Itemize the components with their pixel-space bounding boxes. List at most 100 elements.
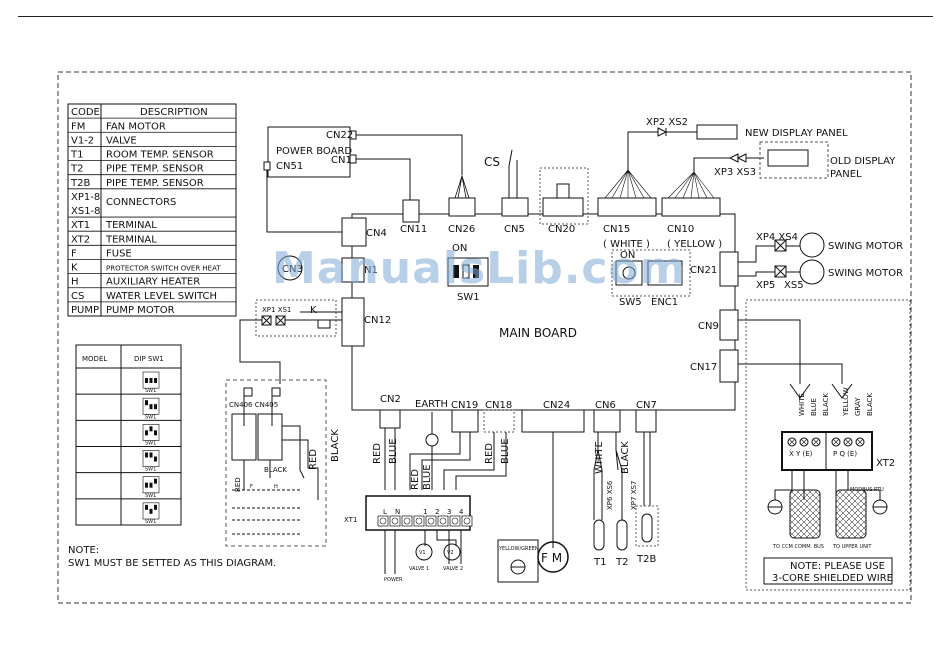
heater-black-label: BLACK: [330, 429, 341, 462]
legend-description: PUMP MOTOR: [106, 305, 175, 316]
xt2-dashed-area: [745, 299, 911, 591]
svg-text:TO UPPER UNIT: TO UPPER UNIT: [832, 544, 872, 550]
legend-code: PUMP: [71, 305, 99, 316]
svg-text:CN2: CN2: [380, 394, 401, 405]
svg-text:CN21: CN21: [690, 265, 717, 276]
power-label: POWER: [384, 577, 403, 583]
swing-motor-connectors: XP4 XS4 XP5 XS5: [756, 232, 804, 291]
svg-text:BLUE: BLUE: [810, 398, 818, 416]
svg-text:CN11: CN11: [400, 224, 427, 235]
svg-text:XT2: XT2: [876, 458, 895, 469]
n1-connector: N1: [341, 257, 378, 283]
power-board: POWER BOARD CN22 CN1 CN51: [263, 126, 357, 178]
legend-description: WATER LEVEL SWITCH: [106, 291, 217, 302]
cn10-connector: CN10 ( YELLOW ): [661, 157, 730, 250]
valve-2: V2 VALVE 2: [443, 543, 463, 572]
svg-text:2: 2: [435, 508, 439, 516]
svg-text:VALVE 1: VALVE 1: [409, 566, 429, 572]
svg-text:NOTE: PLEASE USE: NOTE: PLEASE USE: [790, 561, 885, 572]
heater-red-label: RED: [308, 449, 319, 470]
legend-description: CONNECTORS: [106, 197, 176, 208]
svg-text:PANEL: PANEL: [830, 169, 862, 180]
svg-text:N: N: [395, 508, 400, 516]
earth-connector: EARTH: [415, 399, 448, 447]
legend-header-description: DESCRIPTION: [140, 107, 208, 118]
sensor-t2b: T2B: [635, 432, 659, 565]
svg-text:BLACK: BLACK: [822, 393, 830, 416]
svg-text:H: H: [274, 484, 278, 490]
cn18-connector: CN18: [483, 400, 515, 433]
legend-description: TERMINAL: [105, 220, 157, 231]
svg-text:SW5: SW5: [619, 297, 642, 308]
sensor-t2: T2: [615, 432, 628, 568]
cn19-red-label: RED: [410, 469, 421, 490]
svg-text:WHITE: WHITE: [798, 393, 806, 416]
svg-text:CN10: CN10: [667, 224, 694, 235]
svg-text:CN6: CN6: [595, 400, 616, 411]
swing-motor-1-icon: [799, 232, 825, 258]
svg-text:CN15: CN15: [603, 224, 630, 235]
legend-description: PIPE TEMP. SENSOR: [106, 178, 204, 189]
cn1-label: CN1: [331, 155, 352, 166]
legend-code: CS: [71, 291, 84, 302]
dip-table-header-dip: DIP SW1: [134, 355, 164, 363]
xt2-terminal: WHITE BLUE BLACK YELLOW GRAY BLACK X Y (…: [781, 383, 895, 493]
cn15-connector: CN15 ( WHITE ): [597, 131, 658, 250]
outer-dashed-frame: [57, 71, 912, 604]
cn4-connector: CN4: [341, 217, 387, 247]
legend-code: H: [71, 277, 79, 288]
dip-switch-label: SW1: [145, 441, 156, 447]
svg-text:SW1: SW1: [457, 292, 480, 303]
cn17-connector: CN17: [690, 349, 739, 383]
cn9-connector: CN9: [698, 309, 739, 341]
legend-code: XT1: [71, 220, 90, 231]
cn12-connector: CN12: [341, 297, 391, 347]
svg-text:X Y (E): X Y (E): [789, 450, 813, 458]
svg-text:NEW DISPLAY PANEL: NEW DISPLAY PANEL: [745, 128, 848, 139]
cn20-connector: CN20: [539, 167, 589, 235]
svg-text:YELLOW/GREEN: YELLOW/GREEN: [498, 546, 539, 552]
svg-text:F: F: [250, 484, 253, 490]
protector-switch-k: XP1 XS1 K: [255, 299, 337, 337]
sw5-enc1-group: ON SW5 ENC1: [611, 249, 691, 308]
xp7-xs7-label: XP7 XS7: [630, 481, 638, 510]
legend-code: T2B: [70, 178, 90, 189]
swing-motor-2-icon: [799, 259, 825, 285]
svg-text:ENC1: ENC1: [651, 297, 678, 308]
svg-text:CN18: CN18: [485, 400, 512, 411]
cn18-red-label: RED: [484, 443, 495, 464]
legend-description: FAN MOTOR: [106, 121, 166, 132]
svg-text:CN5: CN5: [504, 224, 525, 235]
svg-text:ON: ON: [620, 250, 635, 261]
cn7-connector: CN7: [635, 400, 657, 433]
legend-code: XP1-8: [71, 192, 100, 203]
valve-1: V1 VALVE 1: [409, 543, 433, 572]
cn3-connector: CN3: [277, 255, 303, 281]
cn26-connector: CN26: [448, 174, 476, 235]
svg-text:BLACK: BLACK: [866, 393, 874, 416]
shielded-wire-note: NOTE: PLEASE USE 3-CORE SHIELDED WIRE: [763, 557, 893, 585]
svg-text:CN20: CN20: [548, 224, 575, 235]
svg-text:CN4: CN4: [366, 228, 387, 239]
dip-switch-label: SW1: [145, 414, 156, 420]
xp6-xs6-label: XP6 XS6: [606, 480, 614, 510]
svg-text:ON: ON: [452, 243, 467, 254]
legend-code: XS1-8: [71, 206, 101, 217]
note-text: SW1 MUST BE SETTED AS THIS DIAGRAM.: [68, 558, 276, 569]
cn5-connector: CS CN5: [484, 149, 529, 235]
main-board-label: MAIN BOARD: [499, 326, 577, 340]
svg-text:RED: RED: [234, 477, 242, 492]
svg-text:4: 4: [459, 508, 464, 516]
svg-text:GRAY: GRAY: [854, 397, 862, 416]
legend-code: F: [71, 248, 77, 259]
auxiliary-heater-module: CN406 CN405 BLACK RED F H: [225, 379, 327, 547]
dip-switch-setting-icon: [142, 424, 160, 441]
swing-motor-1-label: SWING MOTOR: [828, 241, 903, 252]
legend-description: AUXILIARY HEATER: [106, 277, 200, 288]
svg-text:K: K: [310, 305, 317, 316]
legend-code: FM: [71, 121, 85, 132]
svg-text:CN406 CN405: CN406 CN405: [229, 401, 278, 409]
svg-text:CN19: CN19: [451, 400, 478, 411]
